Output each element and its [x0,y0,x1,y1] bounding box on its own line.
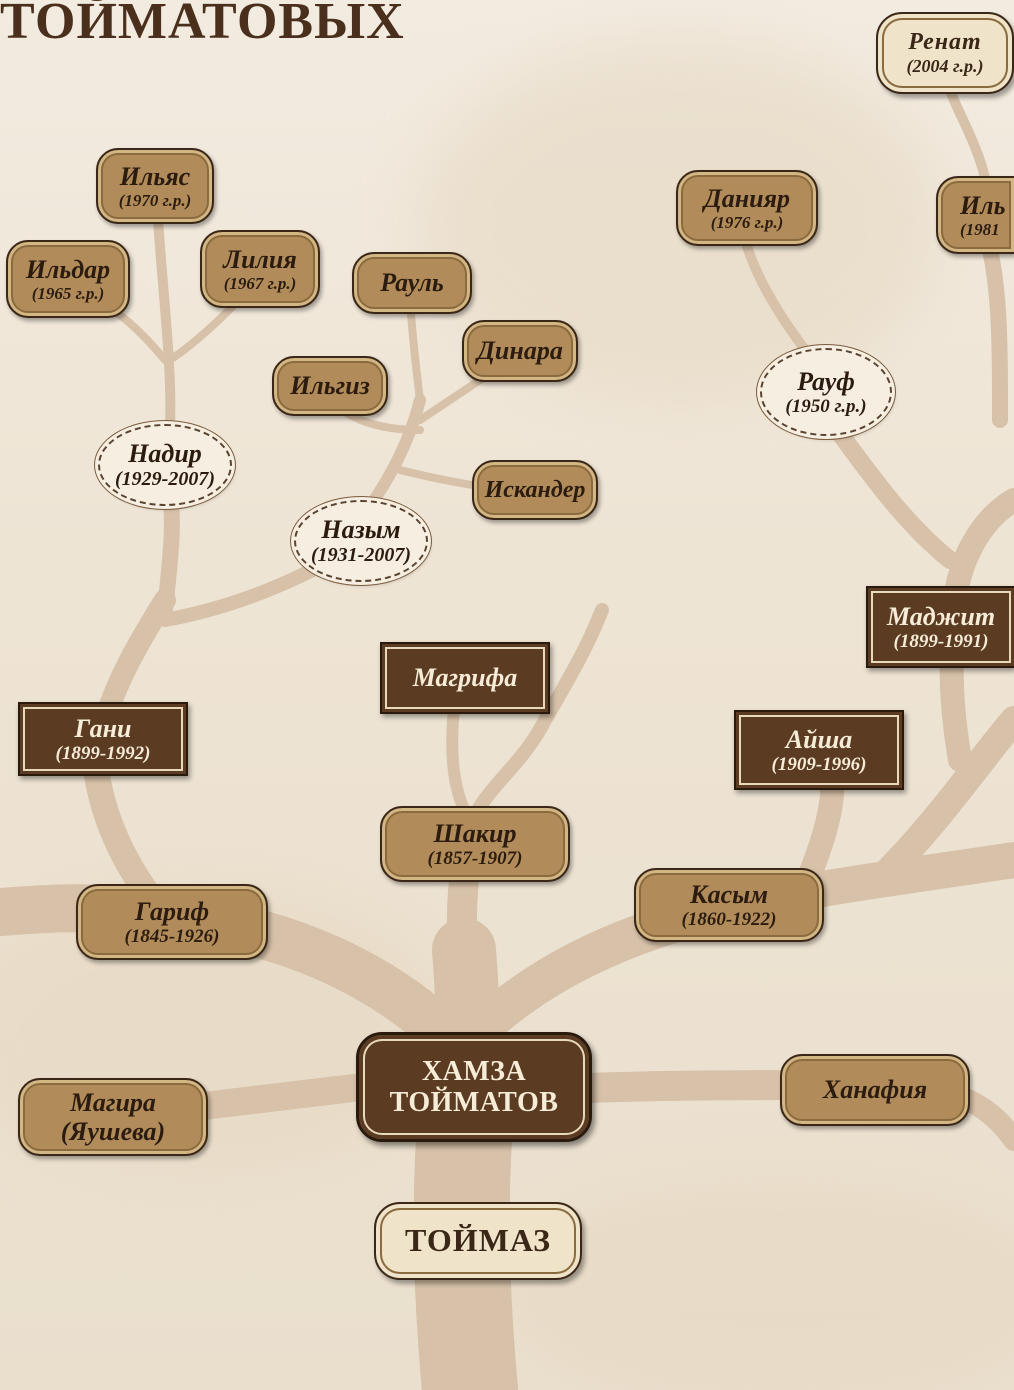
node-date: (1931-2007) [311,544,411,567]
node-name: Маджит [886,601,996,631]
node-nazym[interactable]: Назым (1931-2007) [294,500,428,582]
node-daniyar[interactable]: Данияр (1976 г.р.) [676,170,818,246]
node-date: (1845-1926) [124,925,220,947]
node-shakir[interactable]: Шакир (1857-1907) [380,806,570,882]
twig-raul [406,296,424,404]
node-magira[interactable]: Магира (Яушева) [18,1078,208,1156]
node-date: (1976 г.р.) [710,213,784,233]
node-name: Ильяс [119,161,191,191]
node-dinara[interactable]: Динара [462,320,578,382]
node-name: Динара [477,336,563,366]
node-name: Гани [74,713,132,743]
background-wash [500,1180,1014,1390]
node-maiden-name: (Яушева) [60,1117,166,1146]
node-name: Рауф [797,366,855,396]
node-date: (1967 г.р.) [223,274,297,294]
node-name: Магира [70,1087,156,1117]
node-ilyas[interactable]: Ильяс (1970 г.р.) [96,148,214,224]
node-name: Лилия [223,244,297,274]
node-date: (1950 г.р.) [785,395,867,417]
node-garif[interactable]: Гариф (1845-1926) [76,884,268,960]
node-il-partial[interactable]: Иль (1981 [936,176,1014,254]
node-date: (1899-1991) [893,630,989,652]
twig-ilyas [153,215,176,460]
node-name: Гариф [134,896,210,926]
node-raul[interactable]: Рауль [352,252,472,314]
node-date: (1965 г.р.) [31,284,105,304]
node-date: (1857-1907) [427,847,523,869]
branch-aisha-right [866,706,1014,894]
node-date: (1981 [960,220,1000,240]
node-name: Касым [689,879,769,909]
node-aisha[interactable]: Айша (1909-1996) [734,710,904,790]
node-name: Ильдар [25,254,111,284]
node-root-khamza-toimatov[interactable]: ХАМЗА ТОЙМАТОВ [356,1032,592,1142]
node-date: (1929-2007) [115,468,215,491]
node-kasym[interactable]: Касым (1860-1922) [634,868,824,942]
node-date: (2004 г.р.) [906,56,984,77]
node-liliya[interactable]: Лилия (1967 г.р.) [200,230,320,308]
node-name: Данияр [703,183,791,213]
twig-il [977,222,1008,428]
node-nadir[interactable]: Надир (1929-2007) [98,424,232,506]
node-gani[interactable]: Гани (1899-1992) [18,702,188,776]
node-iskander[interactable]: Искандер [472,460,598,520]
node-khanafiya[interactable]: Ханафия [780,1054,970,1126]
node-madzhit[interactable]: Маджит (1899-1991) [866,586,1014,668]
branch-madzhit-up [943,488,1014,612]
node-date: (1899-1992) [55,742,151,764]
node-date: (1860-1922) [681,908,777,930]
node-name: Ильгиз [290,371,370,401]
node-name: Ханафия [822,1075,928,1105]
node-name: Шакир [433,818,517,848]
node-renat[interactable]: Ренат (2004 г.р.) [876,12,1014,94]
branch-magrifa [463,603,609,837]
node-name: Ренат [908,29,982,56]
base-label: ТОЙМАЗ [404,1222,552,1259]
node-date: (1909-1996) [771,753,867,775]
page-title: ТОЙМАТОВЫХ [0,0,405,50]
node-magrifa[interactable]: Магрифа [380,642,550,714]
node-ildar[interactable]: Ильдар (1965 г.р.) [6,240,130,318]
node-name: Рауль [380,268,444,298]
node-name: Назым [321,515,401,545]
node-date: (1970 г.р.) [118,191,192,211]
node-base-toimaz[interactable]: ТОЙМАЗ [374,1202,582,1280]
root-name-line2: ТОЙМАТОВ [389,1087,559,1118]
branch-magrifa-left [446,694,476,826]
branch-rauf [821,411,959,569]
node-name: Айша [785,724,853,754]
node-name: Надир [128,439,202,469]
node-ilgiz[interactable]: Ильгиз [272,356,388,416]
node-name: Искандер [484,476,586,503]
root-name-line1: ХАМЗА [421,1055,527,1087]
node-rauf[interactable]: Рауф (1950 г.р.) [760,348,892,436]
node-name: Магрифа [412,663,518,693]
node-name: Иль [960,190,1006,220]
